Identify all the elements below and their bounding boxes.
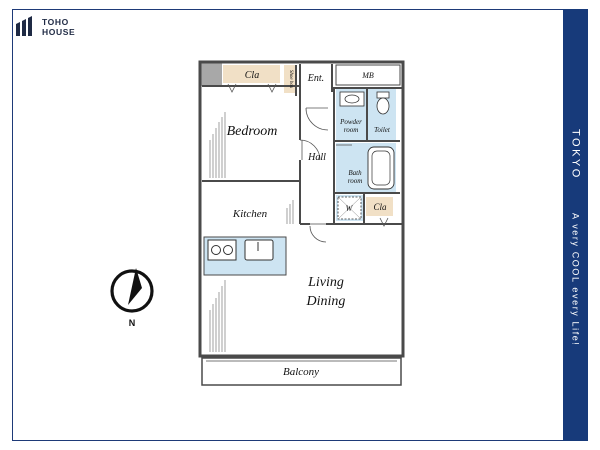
compass-needle-icon: [128, 268, 142, 305]
bath-room-label-2: room: [348, 177, 363, 185]
burner-left-icon: [211, 245, 221, 255]
balcony-label: Balcony: [283, 366, 319, 378]
outer-wall: [198, 60, 405, 358]
meter-box-outline: [335, 64, 401, 86]
stove-icon: [207, 239, 237, 261]
entrance-label: Ent.: [307, 73, 324, 84]
toilet-tank-icon: [376, 91, 390, 99]
kitchen-window-hatch: [286, 200, 294, 224]
logo-mark-icon: [16, 16, 32, 36]
living-label: Living: [307, 275, 344, 290]
toilet-bowl-icon: [376, 97, 390, 115]
sidebar-band: TOKYO A very COOL every Life!: [563, 9, 588, 441]
toilet-label: Toilet: [374, 126, 391, 134]
closet-small-label: Cla: [373, 202, 387, 212]
living-hatch: [209, 280, 226, 352]
meter-box-label: MB: [361, 71, 374, 80]
bath-room-label-1: Bath: [348, 169, 362, 177]
burner-right-icon: [223, 245, 233, 255]
closet-small-fill: [366, 197, 393, 216]
closet-top-label: Cla: [245, 70, 259, 81]
compass: N: [110, 268, 154, 328]
kitchen-label: Kitchen: [232, 208, 268, 220]
compass-ring-icon: [110, 269, 154, 313]
shoe-box-label: Shoe box: [288, 70, 293, 89]
closet-hanger-marks: [227, 83, 389, 227]
washer-label: W: [346, 204, 354, 213]
washbasin-icon: [339, 91, 365, 107]
brand-line-2: HOUSE: [42, 27, 76, 37]
toho-house-logo: TOHO HOUSE: [14, 14, 94, 40]
hall-label: Hall: [307, 152, 326, 163]
sidebar-title: TOKYO: [569, 128, 582, 180]
powder-room-label-1: Powder: [339, 118, 362, 126]
sidebar-slogan: A very COOL every Life!: [570, 213, 581, 347]
sink-icon: [244, 239, 274, 261]
bedroom-label: Bedroom: [227, 124, 278, 139]
corner-pillar: [200, 62, 222, 86]
bedroom-hatch: [209, 112, 226, 178]
bathtub-icon: [367, 146, 395, 190]
compass-north-label: N: [129, 318, 136, 328]
interior-walls: [202, 64, 403, 225]
balcony-outline: [201, 357, 402, 386]
closet-top-fill: [223, 65, 280, 83]
door-swings: [299, 107, 352, 243]
dining-label: Dining: [306, 294, 346, 309]
powder-room-label-2: room: [344, 126, 359, 134]
brand-line-1: TOHO: [42, 17, 69, 27]
